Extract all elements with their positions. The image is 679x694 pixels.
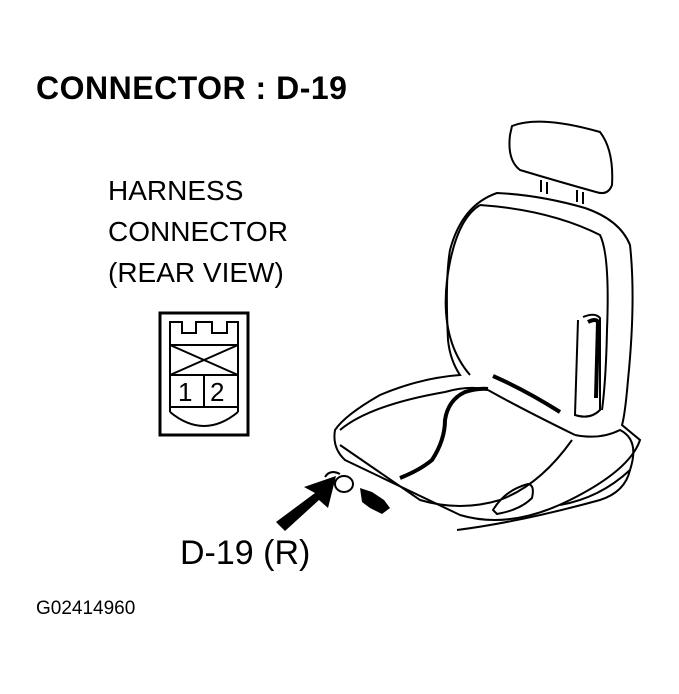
- arrow-pointer-icon: [276, 476, 336, 531]
- connector-d19-icon: [324, 471, 354, 493]
- page-title: CONNECTOR : D-19: [36, 70, 348, 106]
- pin-1-label: 1: [178, 377, 192, 407]
- harness-label-line3: (REAR VIEW): [108, 257, 284, 288]
- callout-label-d19: D-19 (R): [180, 534, 311, 572]
- harness-connector-label: HARNESS CONNECTOR (REAR VIEW): [108, 170, 288, 293]
- wire-harness: [399, 318, 601, 480]
- figure-code: G02414960: [36, 598, 136, 619]
- pin-2-label: 2: [210, 377, 224, 407]
- connector-face-diagram: [158, 311, 250, 437]
- harness-label-line1: HARNESS: [108, 175, 244, 206]
- harness-label-line2: CONNECTOR: [108, 216, 288, 247]
- bracket-icon: [360, 488, 390, 514]
- seat-illustration: [333, 120, 642, 531]
